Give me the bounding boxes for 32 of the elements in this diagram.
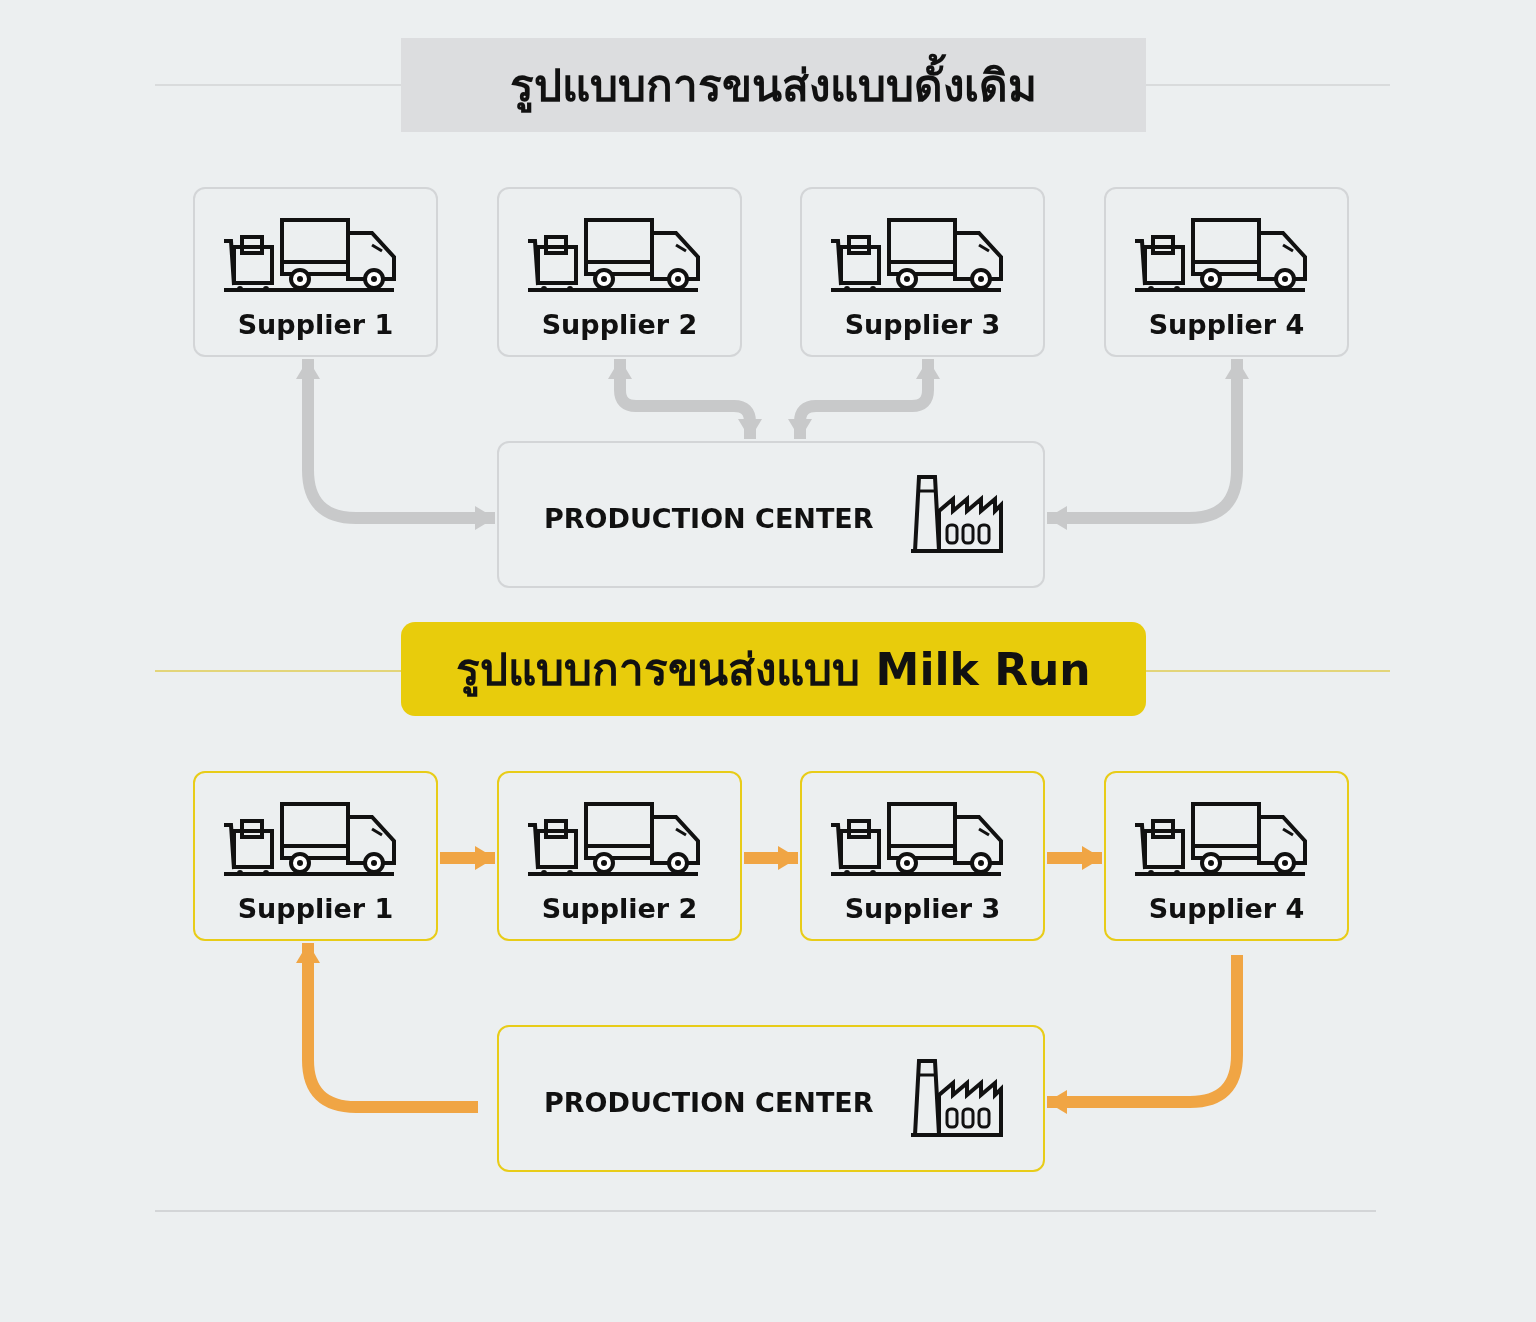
production-box xyxy=(497,441,1045,588)
arrow xyxy=(788,359,940,439)
supplier-box xyxy=(193,187,438,357)
supplier-label: Supplier 1 xyxy=(236,309,395,340)
supplier-box xyxy=(497,187,742,357)
supplier-label: Supplier 4 xyxy=(1147,893,1306,924)
supplier-label: Supplier 3 xyxy=(843,893,1002,924)
supplier-label: Supplier 4 xyxy=(1147,309,1306,340)
arrow xyxy=(744,846,798,870)
arrow xyxy=(296,943,478,1113)
supplier-box xyxy=(1104,771,1349,941)
supplier-label: Supplier 2 xyxy=(540,309,699,340)
production-label: PRODUCTION CENTER xyxy=(544,503,874,534)
arrow xyxy=(440,846,495,870)
supplier-box xyxy=(800,771,1045,941)
arrow xyxy=(608,359,762,439)
supplier-box xyxy=(1104,187,1349,357)
arrow xyxy=(1047,359,1249,530)
heading-text: รูปแบบการขนส่งแบบ Milk Run xyxy=(456,643,1091,699)
production-label: PRODUCTION CENTER xyxy=(544,1087,874,1118)
supplier-box xyxy=(193,771,438,941)
supplier-label: Supplier 3 xyxy=(843,309,1002,340)
production-box xyxy=(497,1025,1045,1172)
supplier-label: Supplier 1 xyxy=(236,893,395,924)
arrow xyxy=(1047,846,1102,870)
supplier-label: Supplier 2 xyxy=(540,893,699,924)
supplier-box xyxy=(497,771,742,941)
arrow xyxy=(1047,955,1243,1114)
heading-text: รูปแบบการขนส่งแบบดั้งเดิม xyxy=(510,50,1037,120)
arrow xyxy=(296,359,495,530)
heading-band xyxy=(401,622,1146,716)
supplier-box xyxy=(800,187,1045,357)
